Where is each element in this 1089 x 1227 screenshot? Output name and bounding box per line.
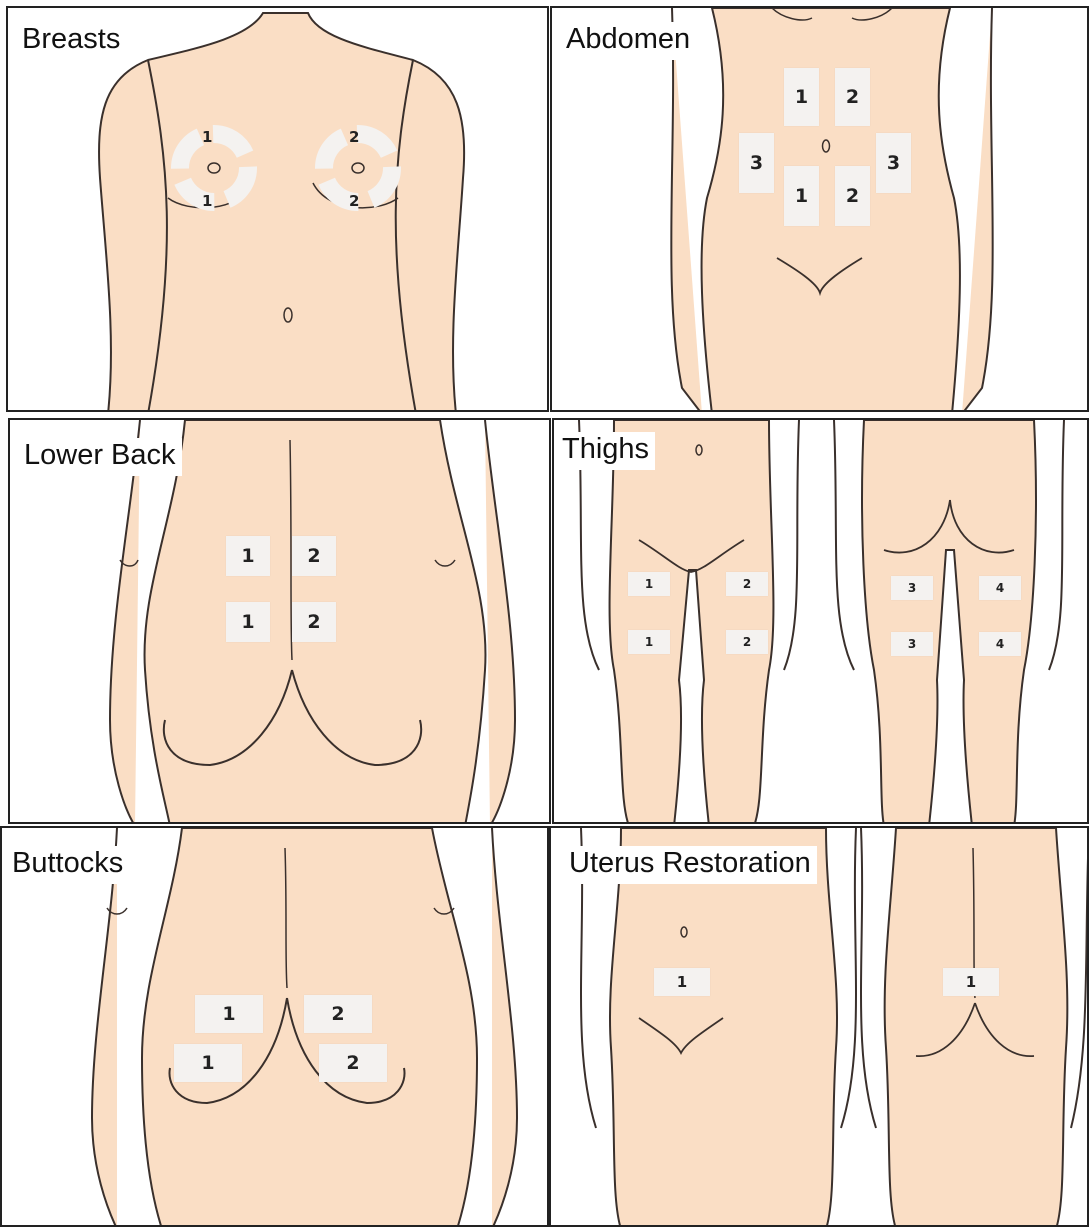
electrode-pad: 2 bbox=[835, 68, 870, 126]
electrode-pad: 3 bbox=[739, 133, 774, 193]
electrode-pad: 2 bbox=[304, 995, 372, 1033]
back-hips-illustration bbox=[2, 828, 549, 1227]
electrode-pad: 3 bbox=[876, 133, 911, 193]
electrode-pad: 1 bbox=[628, 572, 670, 596]
electrode-pad: 1 bbox=[226, 536, 270, 576]
electrode-pad: 2 bbox=[726, 630, 768, 654]
panel-title-thighs: Thighs bbox=[558, 432, 655, 470]
back-torso-illustration bbox=[10, 420, 551, 824]
electrode-pad: 1 bbox=[195, 995, 263, 1033]
panel-uterus-restoration: Uterus Restoration 1 1 bbox=[549, 826, 1089, 1227]
panel-thighs: Thighs 1 2 1 2 3 4 3 4 bbox=[552, 418, 1089, 824]
electrode-pad: 2 bbox=[319, 1044, 387, 1082]
panel-breasts: Breasts 1 1 2 2 bbox=[6, 6, 549, 412]
electrode-pad: 2 bbox=[835, 166, 870, 226]
front-back-pelvis-illustration bbox=[551, 828, 1089, 1227]
electrode-pad: 1 bbox=[784, 166, 819, 226]
panel-buttocks: Buttocks 1 2 1 2 bbox=[0, 826, 549, 1227]
electrode-pad: 3 bbox=[891, 632, 933, 656]
pad-label: 1 bbox=[202, 192, 212, 210]
pad-label: 2 bbox=[349, 192, 359, 210]
front-torso-illustration bbox=[8, 8, 549, 412]
electrode-pad: 1 bbox=[784, 68, 819, 126]
electrode-pad: 1 bbox=[628, 630, 670, 654]
pad-label: 1 bbox=[202, 128, 212, 146]
electrode-pad: 1 bbox=[654, 968, 710, 996]
panel-title-breasts: Breasts bbox=[18, 22, 126, 60]
front-abdomen-illustration bbox=[552, 8, 1089, 412]
electrode-pad: 4 bbox=[979, 576, 1021, 600]
electrode-pad: 3 bbox=[891, 576, 933, 600]
electrode-pad: 4 bbox=[979, 632, 1021, 656]
panel-abdomen: Abdomen 1 2 3 3 1 2 bbox=[550, 6, 1089, 412]
electrode-pad: 2 bbox=[726, 572, 768, 596]
electrode-pad: 1 bbox=[226, 602, 270, 642]
legs-front-back-illustration bbox=[554, 420, 1089, 824]
electrode-pad: 2 bbox=[292, 536, 336, 576]
panel-title-buttocks: Buttocks bbox=[8, 846, 129, 884]
panel-title-lower-back: Lower Back bbox=[20, 438, 182, 476]
panel-title-abdomen: Abdomen bbox=[562, 22, 696, 60]
panel-title-uterus-restoration: Uterus Restoration bbox=[565, 846, 817, 884]
electrode-pad: 1 bbox=[174, 1044, 242, 1082]
pad-label: 2 bbox=[349, 128, 359, 146]
electrode-pad: 2 bbox=[292, 602, 336, 642]
electrode-pad: 1 bbox=[943, 968, 999, 996]
panel-lower-back: Lower Back 1 2 1 2 bbox=[8, 418, 551, 824]
